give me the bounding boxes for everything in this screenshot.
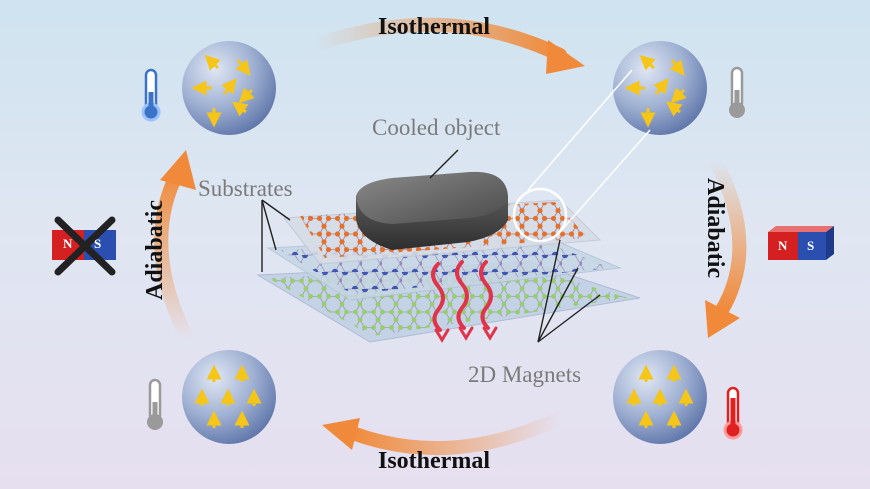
thermometer-neutral-bottom-icon	[147, 378, 163, 430]
left-adiabatic-arrow	[154, 165, 195, 347]
cooled-object-block	[356, 171, 508, 250]
pointer-lines	[261, 149, 601, 343]
magnet-south: S	[807, 238, 815, 253]
2d-magnets-label: 2D Magnets	[468, 362, 582, 387]
thermometer-cold-icon	[141, 68, 161, 122]
sphere-bottom-left	[182, 350, 276, 444]
top-isothermal-label: Isothermal	[378, 14, 490, 40]
left-adiabatic-label: Adiabatic	[142, 199, 168, 300]
bottom-isothermal-label: Isothermal	[378, 448, 490, 474]
magnet-crossed-icon	[52, 216, 116, 276]
magnet-icon	[768, 226, 834, 260]
top-isothermal-arrow	[308, 17, 567, 62]
heat-flow-arrows	[431, 260, 498, 343]
sphere-bottom-right	[613, 350, 707, 444]
zoom-indicator	[512, 69, 651, 243]
cooled-object-label: Cooled object	[372, 115, 501, 140]
right-adiabatic-arrow	[708, 153, 747, 317]
sphere-top-left	[182, 41, 276, 135]
magnet-crossed-north: N	[63, 236, 73, 251]
substrates-label: Substrates	[198, 176, 293, 201]
bottom-isothermal-arrow	[343, 411, 567, 455]
magnet-crossed-south: S	[94, 236, 102, 251]
sphere-top-right	[613, 41, 707, 135]
thermometer-neutral-top-icon	[729, 66, 745, 118]
cycle-arrows	[154, 17, 747, 455]
magnet-north: N	[778, 238, 788, 253]
thermometer-hot-icon	[723, 386, 743, 440]
right-adiabatic-label: Adiabatic	[702, 178, 728, 279]
